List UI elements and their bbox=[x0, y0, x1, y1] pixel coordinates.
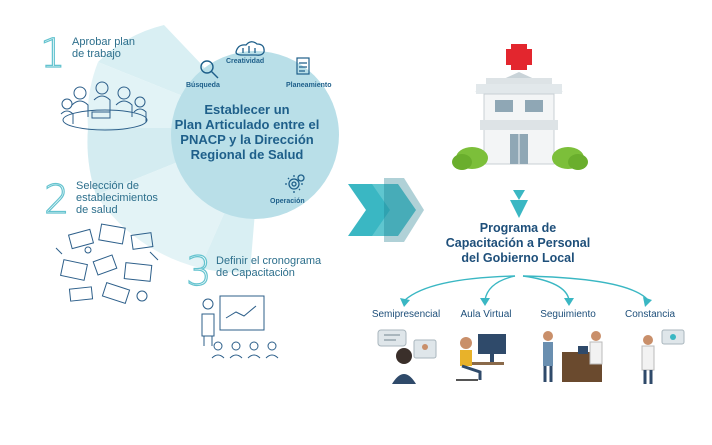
operacion-label: Operación bbox=[270, 198, 305, 205]
hub-title-line2: Plan Articulado entre el bbox=[174, 117, 320, 132]
constancia-illustration bbox=[641, 329, 685, 384]
hub-title-line1: Establecer un bbox=[204, 102, 290, 117]
meeting-illustration bbox=[60, 81, 148, 131]
modality-aula-virtual: Aula Virtual bbox=[460, 309, 512, 320]
program-title-line1: Programa de bbox=[479, 221, 557, 235]
flow-arrow-icon bbox=[348, 178, 424, 242]
program-title-line3: del Gobierno Local bbox=[461, 251, 575, 265]
documents-illustration bbox=[55, 223, 159, 304]
program-title-line2: Capacitación a Personal bbox=[445, 236, 591, 250]
step-1-number: 1 bbox=[39, 31, 66, 77]
hub-circle bbox=[171, 51, 339, 219]
planeamiento-icon bbox=[296, 57, 310, 75]
step-2-label-line1: Selección de bbox=[76, 180, 139, 192]
step-3-number: 3 bbox=[185, 249, 212, 295]
semipresencial-illustration bbox=[377, 329, 437, 384]
branch-arrows bbox=[404, 275, 649, 301]
step-3-label: Definir el cronograma de Capacitación bbox=[216, 255, 321, 279]
down-arrow-icon bbox=[510, 190, 528, 218]
hub-title-line3: PNACP y la Dirección bbox=[180, 132, 314, 147]
aula-virtual-illustration bbox=[456, 334, 506, 381]
hospital-icon bbox=[452, 44, 588, 170]
creatividad-icon bbox=[235, 41, 265, 56]
busqueda-icon bbox=[200, 60, 219, 79]
step-1-label: Aprobar plan de trabajo bbox=[72, 36, 135, 60]
step-2-number: 2 bbox=[43, 177, 70, 223]
program-title: Programa de Capacitación a Personal del … bbox=[418, 221, 618, 266]
step-2-label: Selección de establecimientos de salud bbox=[76, 180, 158, 216]
step-2-label-line3: de salud bbox=[76, 204, 118, 216]
modality-constancia: Constancia bbox=[624, 309, 676, 320]
step-3-label-line1: Definir el cronograma bbox=[216, 255, 322, 267]
planeamiento-label: Planeamiento bbox=[286, 82, 332, 89]
seguimiento-illustration bbox=[543, 331, 603, 382]
presentation-illustration bbox=[201, 295, 279, 359]
modality-semipresencial: Semipresencial bbox=[371, 309, 441, 320]
creatividad-label: Creatividad bbox=[226, 58, 265, 65]
modality-seguimiento: Seguimiento bbox=[540, 309, 596, 320]
hub-title: Establecer un Plan Articulado entre el P… bbox=[158, 102, 336, 162]
step-2-label-line2: establecimientos bbox=[76, 192, 158, 204]
hub-title-line4: Regional de Salud bbox=[190, 147, 304, 162]
busqueda-label: Búsqueda bbox=[186, 82, 220, 89]
step-1-label-line1: Aprobar plan bbox=[72, 36, 135, 48]
operacion-icon bbox=[285, 174, 305, 193]
branch-arrowheads bbox=[400, 297, 652, 307]
step-1-label-line2: de trabajo bbox=[72, 48, 121, 60]
step-3-label-line2: de Capacitación bbox=[216, 267, 295, 279]
